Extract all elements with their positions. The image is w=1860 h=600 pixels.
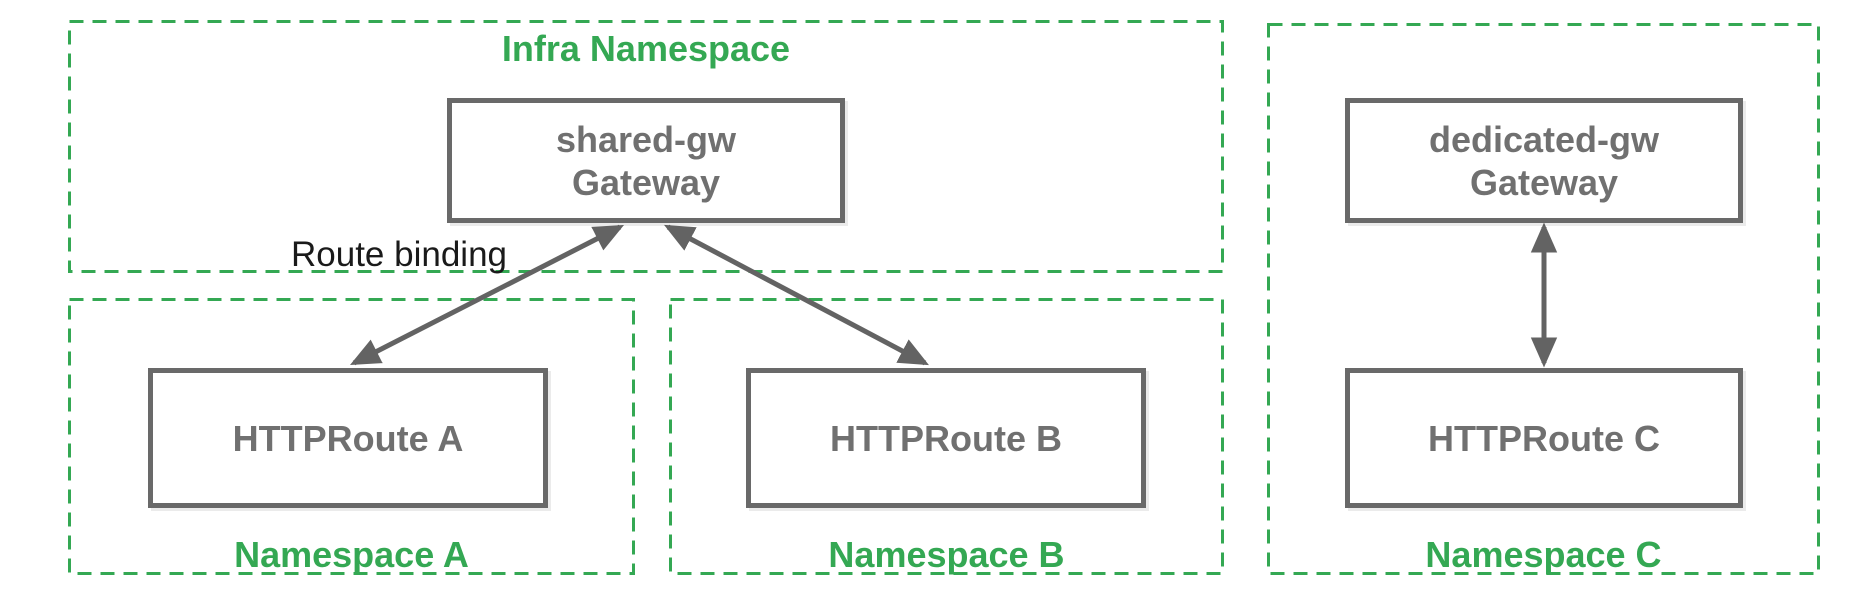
route-a-to-shared-gw-arrow — [349, 224, 625, 366]
dedicated-gateway-kind: Gateway — [1469, 161, 1619, 203]
httproute-c-label: HTTPRoute C — [1428, 417, 1660, 459]
infra-namespace-border — [68, 20, 1224, 273]
namespace-a-label: Namespace A — [234, 534, 469, 575]
httproute-a-node: HTTPRoute A — [148, 368, 548, 508]
shared-gateway-kind: Gateway — [571, 161, 721, 203]
httproute-c-node: HTTPRoute C — [1345, 368, 1743, 508]
shared-gateway-node: shared-gw Gateway — [447, 98, 845, 223]
dedicated-gateway-node: dedicated-gw Gateway — [1345, 98, 1743, 223]
httproute-a-label: HTTPRoute A — [232, 417, 464, 459]
shared-gateway-name: shared-gw — [555, 118, 737, 160]
namespace-b-border — [669, 298, 1224, 575]
route-binding-annotation: Route binding — [291, 235, 507, 274]
httproute-b-node: HTTPRoute B — [746, 368, 1146, 508]
dedicated-gateway-name: dedicated-gw — [1428, 118, 1660, 160]
httproute-b-label: HTTPRoute B — [830, 417, 1062, 459]
route-b-to-shared-gw-arrow — [664, 224, 929, 366]
namespace-c-label: Namespace C — [1425, 534, 1662, 575]
namespace-b-label: Namespace B — [828, 534, 1065, 575]
infra-namespace-label: Infra Namespace — [501, 28, 791, 69]
